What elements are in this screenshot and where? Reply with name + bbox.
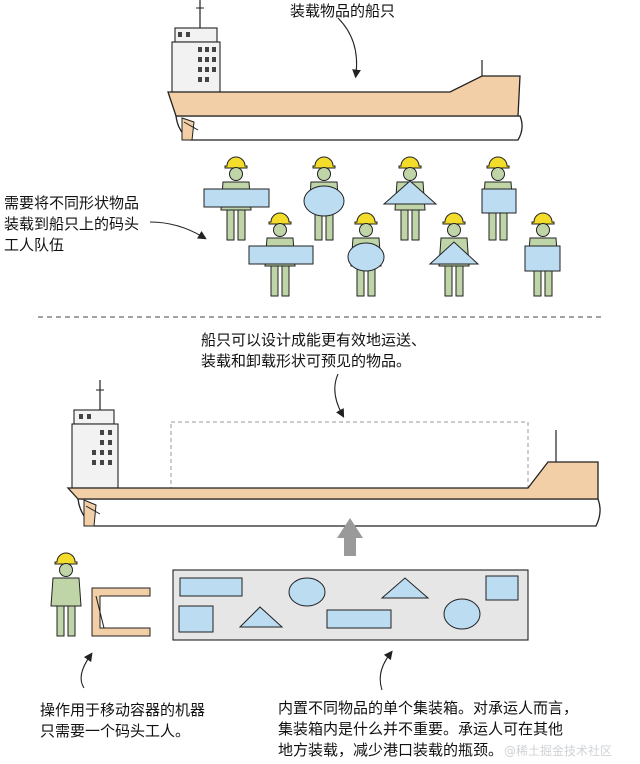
- dock-workers-label-line3: 工人队伍: [4, 236, 65, 254]
- machine-label-line1: 操作用于移动容器的机器: [40, 701, 206, 719]
- worker-row-2: [248, 212, 561, 297]
- watermark: @稀土掘金技术社区: [504, 744, 613, 758]
- ship-top-label: 装载物品的船只: [290, 2, 396, 20]
- container-label-line2: 集装箱内是什么并不重要。承运人可在其他: [278, 720, 564, 738]
- dock-workers-label-line2: 装载到船只上的码头: [4, 215, 140, 233]
- worker-row-1: [203, 156, 517, 241]
- dock-workers-label-line1: 需要将不同形状物品: [4, 194, 140, 212]
- ship-design-label-line2: 装载和卸载形状可预见的物品。: [201, 352, 412, 370]
- ship-design-label-line1: 船只可以设计成能更有效地运送、: [201, 331, 427, 349]
- top-ship: [167, 0, 523, 141]
- container-label-line3: 地方装载，减少港口装载的瓶颈。: [278, 741, 504, 759]
- bottom-ship: [66, 380, 601, 527]
- container-handler-machine-icon: [50, 552, 151, 637]
- shipping-container: [172, 569, 529, 641]
- up-arrow-icon: [337, 518, 363, 556]
- container-label-line1: 内置不同物品的单个集装箱。对承运人而言，: [278, 699, 579, 717]
- machine-label-line2: 只需要一个码头工人。: [40, 722, 191, 740]
